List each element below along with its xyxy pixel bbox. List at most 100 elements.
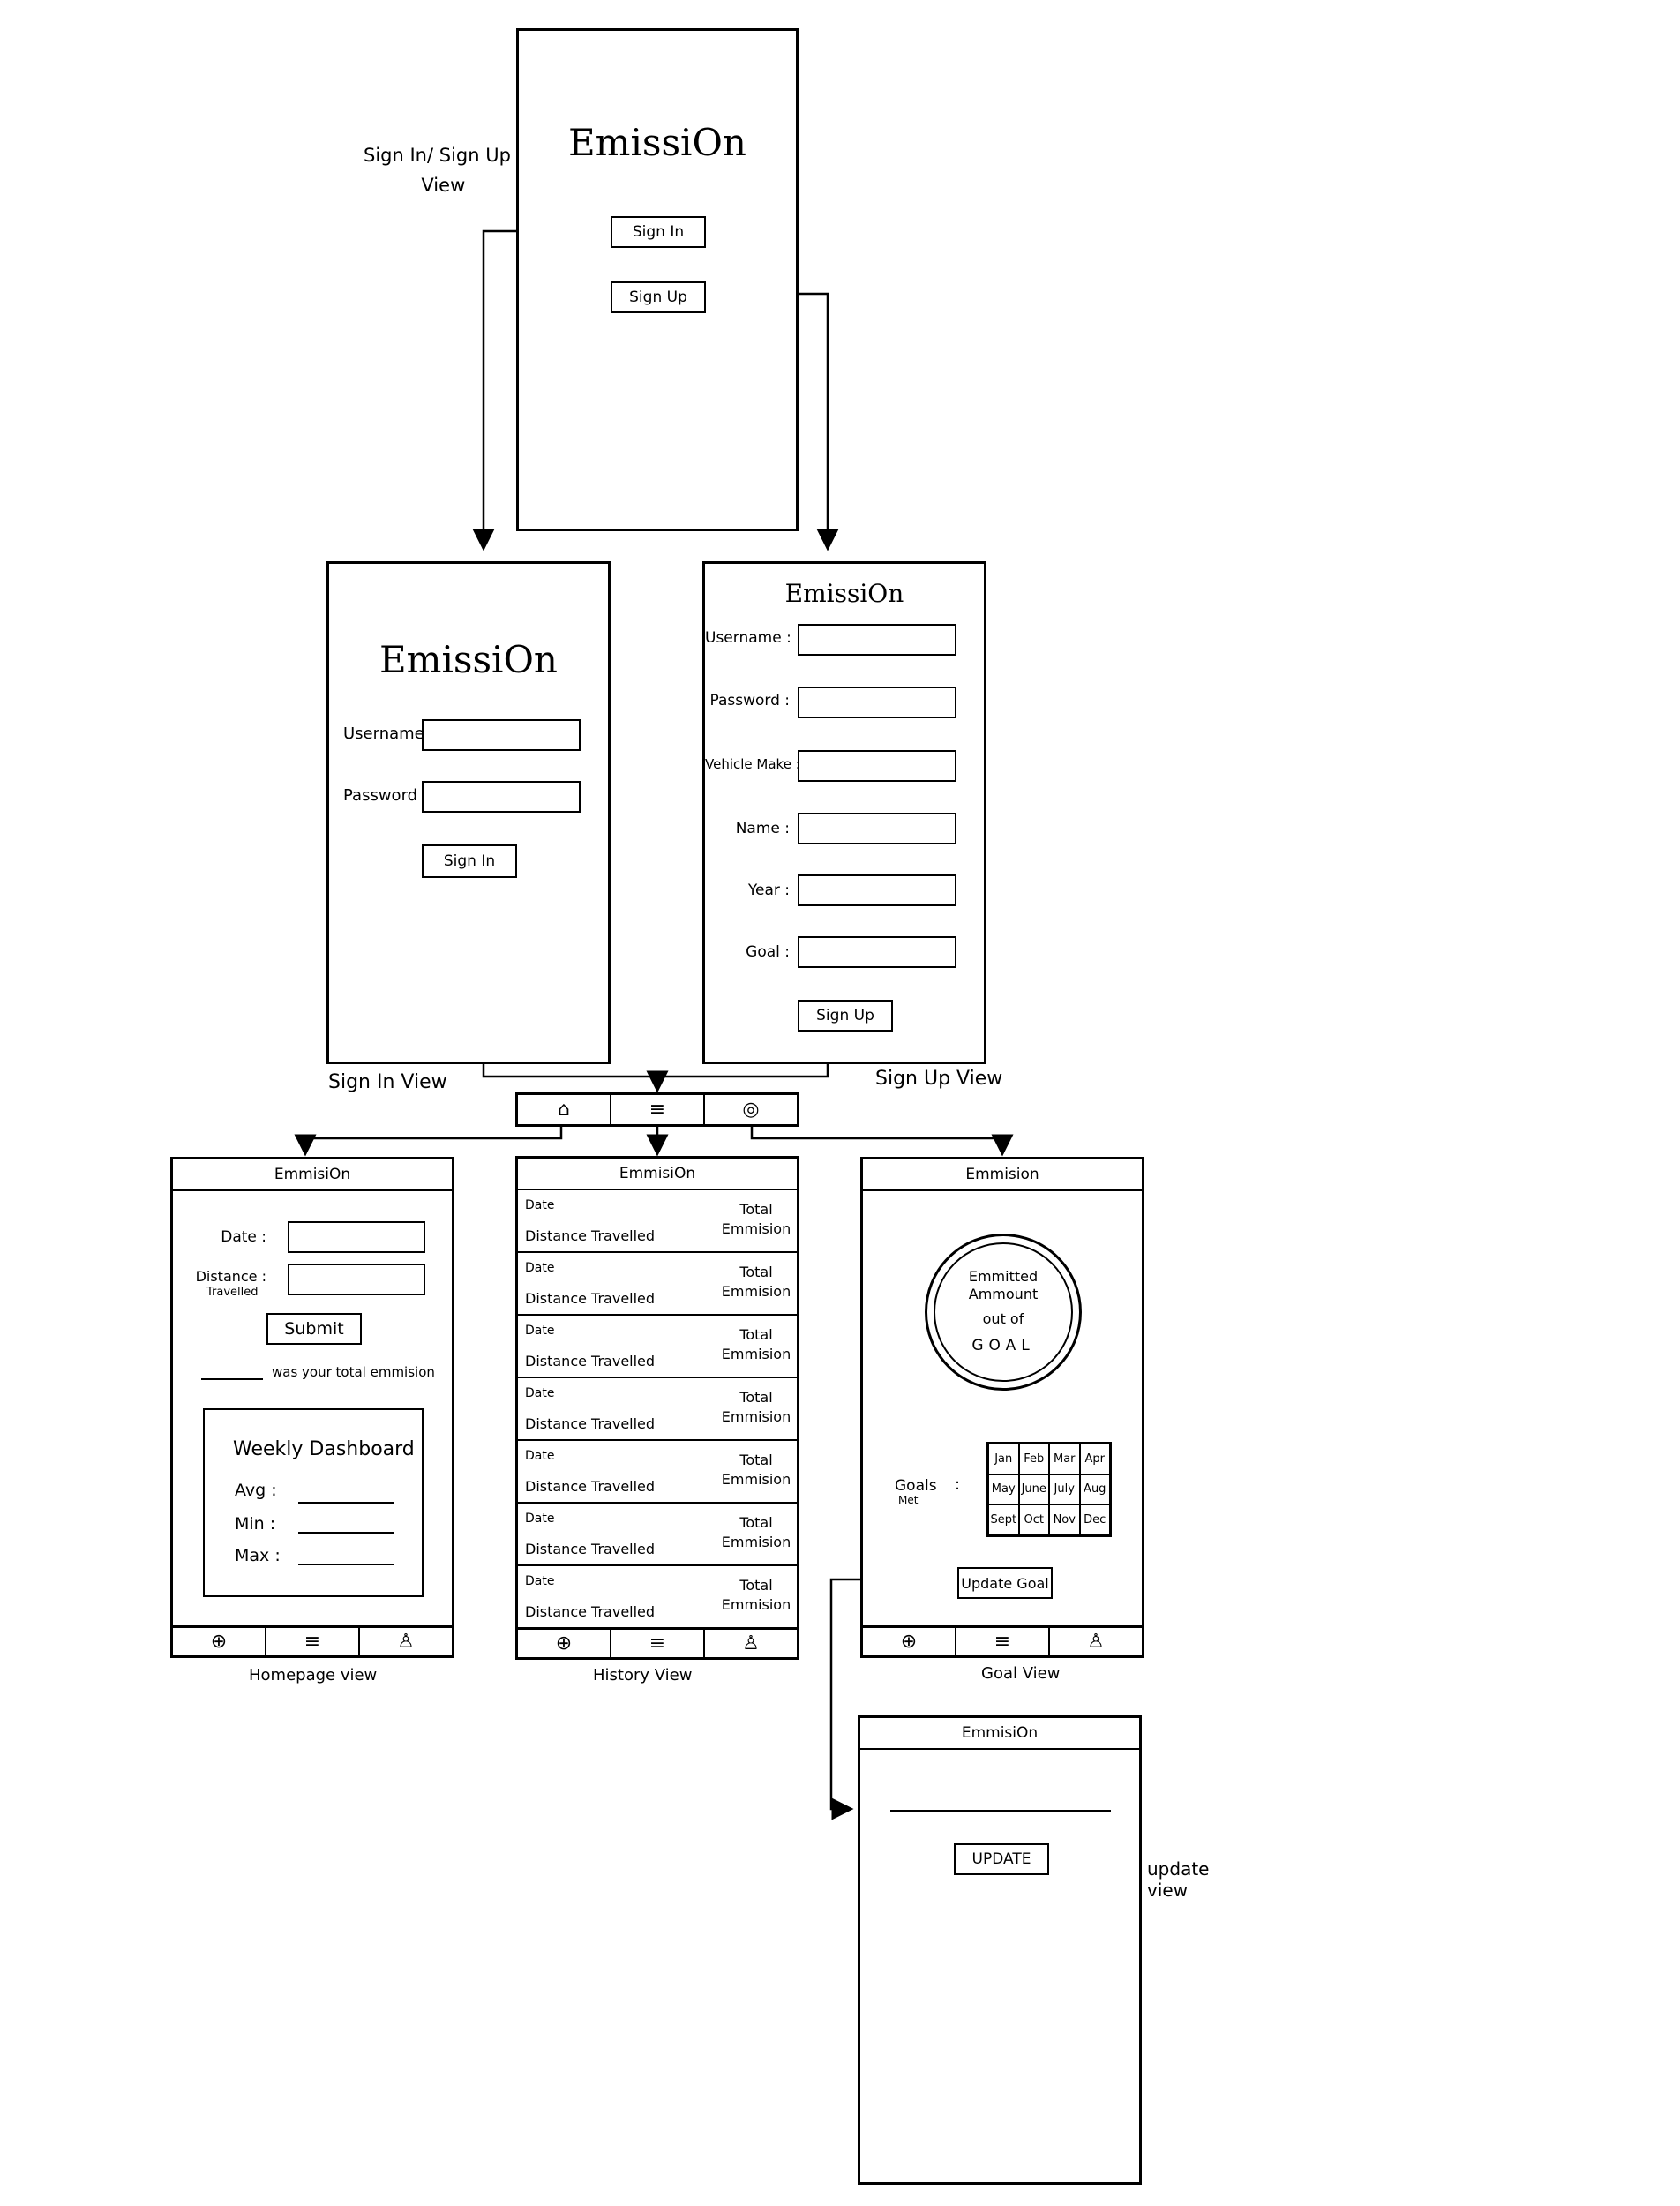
- distance-label: Distance :: [195, 1268, 266, 1285]
- goals-met-colon: :: [955, 1475, 961, 1494]
- arrow-signup-to-nav: [657, 1063, 829, 1078]
- max-label: Max :: [235, 1546, 281, 1565]
- update-button[interactable]: UPDATE: [954, 1843, 1049, 1875]
- row-date-label: Date: [525, 1261, 555, 1275]
- menu-icon[interactable]: ≡: [611, 1095, 705, 1124]
- row-distance-label: Distance Travelled: [525, 1227, 656, 1244]
- target-icon[interactable]: ◎: [742, 1099, 760, 1121]
- row-total-label: Total: [739, 1514, 773, 1531]
- password-field[interactable]: [798, 687, 956, 718]
- plus-circle-icon[interactable]: ⊕: [173, 1628, 266, 1655]
- row-emission-label: Emmision: [721, 1471, 791, 1488]
- person-icon[interactable]: ♙: [742, 1632, 760, 1654]
- month-cell: June: [1018, 1474, 1049, 1505]
- person-icon[interactable]: ♙: [1087, 1631, 1105, 1653]
- goals-met-sub-label: Met: [898, 1494, 919, 1506]
- circle-text-4: GOAL: [971, 1337, 1035, 1354]
- goal-label: Goal :: [746, 943, 790, 961]
- row-distance-label: Distance Travelled: [525, 1290, 656, 1307]
- homepage-screen: EmmisiOn Date : Distance : Travelled Sub…: [170, 1157, 454, 1658]
- row-emission-label: Emmision: [721, 1220, 791, 1237]
- app-title: EmissiOn: [379, 638, 558, 681]
- bottom-nav: ⊕ ≡ ♙: [170, 1625, 454, 1658]
- row-date-label: Date: [525, 1198, 555, 1212]
- goal-field[interactable]: [798, 936, 956, 968]
- goals-met-label: Goals: [895, 1477, 937, 1495]
- row-date-label: Date: [525, 1386, 555, 1400]
- bottom-nav: ⊕ ≡ ♙: [515, 1627, 799, 1660]
- screen-header: EmmisiOn: [860, 1718, 1139, 1750]
- vehicle-make-field[interactable]: [798, 750, 956, 782]
- plus-circle-icon[interactable]: ⊕: [518, 1630, 611, 1657]
- update-goal-button[interactable]: Update Goal: [957, 1567, 1053, 1599]
- row-date-label: Date: [525, 1574, 555, 1588]
- circle-text-1: Emmitted: [968, 1268, 1039, 1285]
- signin-button[interactable]: Sign In: [611, 216, 706, 248]
- goal-progress-inner-ring: [934, 1242, 1073, 1382]
- month-cell: May: [988, 1474, 1019, 1505]
- arrow-nav-to-home: [294, 1127, 563, 1157]
- year-field[interactable]: [798, 874, 956, 906]
- header-title: EmmisiOn: [619, 1165, 696, 1182]
- password-field[interactable]: [422, 781, 581, 813]
- date-field[interactable]: [288, 1221, 425, 1253]
- distance-field[interactable]: [288, 1264, 425, 1295]
- screen-header: Emmision: [863, 1159, 1142, 1191]
- month-cell: Mar: [1049, 1444, 1080, 1474]
- username-field[interactable]: [798, 624, 956, 656]
- row-date-label: Date: [525, 1449, 555, 1463]
- row-distance-label: Distance Travelled: [525, 1353, 656, 1369]
- row-distance-label: Distance Travelled: [525, 1541, 656, 1557]
- menu-icon[interactable]: ≡: [266, 1628, 360, 1655]
- header-title: EmmisiOn: [274, 1166, 351, 1183]
- row-emission-label: Emmision: [721, 1346, 791, 1362]
- signin-submit-button[interactable]: Sign In: [422, 844, 517, 878]
- home-icon[interactable]: ⌂: [518, 1095, 611, 1124]
- signup-submit-button[interactable]: Sign Up: [798, 1000, 893, 1032]
- circle-text-3: out of: [982, 1310, 1024, 1327]
- row-emission-label: Emmision: [721, 1534, 791, 1550]
- homepage-view-label: Homepage view: [249, 1666, 378, 1685]
- app-title: EmissiOn: [568, 121, 746, 164]
- name-field[interactable]: [798, 813, 956, 844]
- submit-button[interactable]: Submit: [266, 1313, 362, 1345]
- menu-icon[interactable]: ≡: [956, 1628, 1050, 1655]
- signup-button[interactable]: Sign Up: [611, 281, 706, 313]
- update-input-line[interactable]: [890, 1810, 1111, 1812]
- row-date-label: Date: [525, 1512, 555, 1526]
- row-total-label: Total: [739, 1326, 773, 1343]
- username-field[interactable]: [422, 719, 581, 751]
- avg-label: Avg :: [235, 1481, 277, 1500]
- signup-view-label: Sign Up View: [875, 1068, 1003, 1090]
- header-title: EmmisiOn: [961, 1724, 1039, 1742]
- menu-icon[interactable]: ≡: [611, 1630, 705, 1657]
- row-distance-label: Distance Travelled: [525, 1478, 656, 1495]
- total-emission-text: was your total emmision: [272, 1364, 435, 1380]
- month-cell: Oct: [1018, 1504, 1049, 1535]
- max-value-line: [298, 1564, 394, 1565]
- row-total-label: Total: [739, 1201, 773, 1218]
- arrow-nav-to-goal: [750, 1127, 1014, 1157]
- year-label: Year :: [747, 882, 790, 899]
- month-cell: Feb: [1018, 1444, 1049, 1474]
- plus-circle-icon[interactable]: ⊕: [863, 1628, 956, 1655]
- person-icon[interactable]: ♙: [397, 1631, 415, 1653]
- row-distance-label: Distance Travelled: [525, 1415, 656, 1432]
- update-screen: EmmisiOn UPDATE: [858, 1715, 1142, 2185]
- row-total-label: Total: [739, 1452, 773, 1468]
- name-label: Name :: [735, 820, 790, 837]
- update-view-label: update view: [1147, 1858, 1210, 1901]
- entry-view-label: Sign In/ Sign Up : View: [364, 145, 523, 196]
- signin-screen: EmissiOn Username : Password : Sign In: [326, 561, 611, 1064]
- row-distance-label: Distance Travelled: [525, 1603, 656, 1620]
